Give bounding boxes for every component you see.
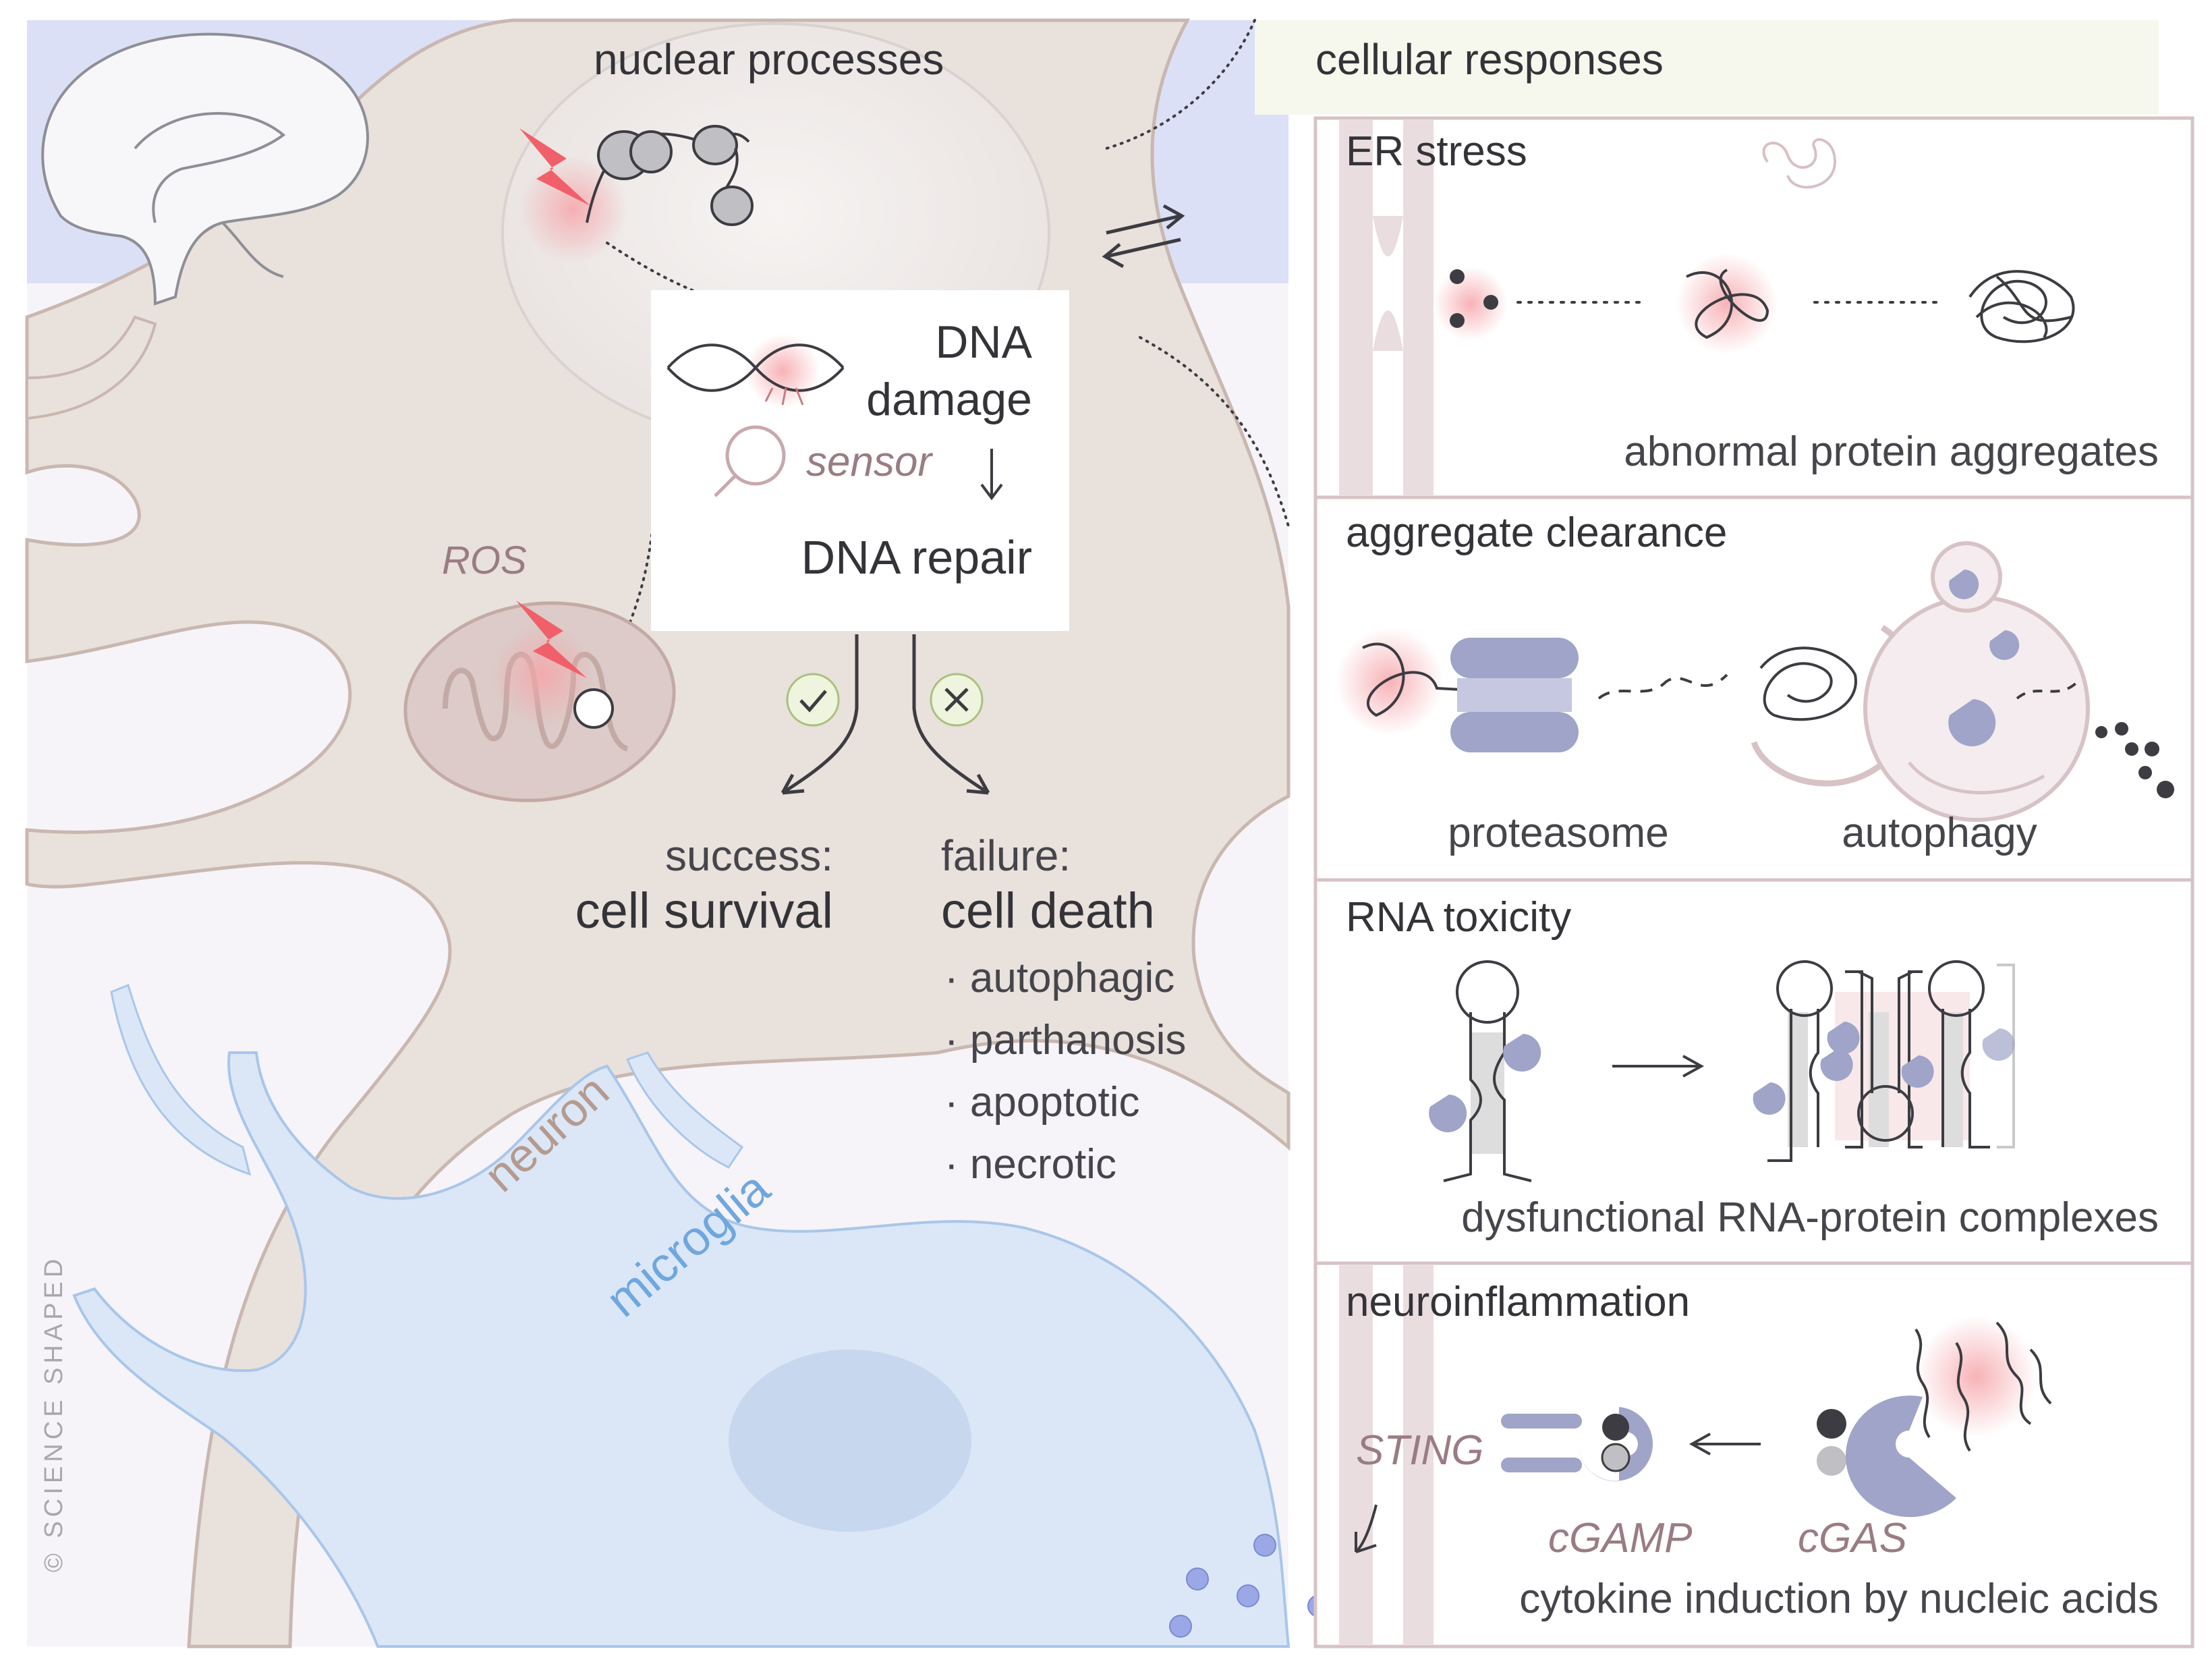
neuroinflammation-caption: cytokine induction by nucleic acids (1519, 1576, 2159, 1622)
failure-arrow (912, 634, 990, 795)
panel-aggregate-clearance (1313, 495, 2194, 882)
panel-neuroinflammation (1313, 1261, 2194, 1649)
autophagy-label: autophagy (1842, 810, 2037, 856)
success-outcome: cell survival (575, 883, 833, 939)
er-stress-title: ER stress (1346, 128, 1527, 175)
neuron-dendrite (26, 315, 157, 420)
cell-death-types: · autophagic · parthanosis · apoptotic ·… (944, 955, 1186, 1188)
rna-hairpin-icon (1443, 960, 1532, 1182)
down-arrow (980, 449, 1003, 501)
death-type-necrotic: · necrotic (944, 1141, 1116, 1188)
microglia-process-2 (625, 1051, 744, 1169)
copyright-label: © SCIENCE SHAPED (40, 1255, 68, 1572)
lightning-bolt-icon-mito (516, 601, 587, 678)
microglia-nucleus (729, 1350, 971, 1532)
chromatin-icon (586, 125, 754, 226)
reversible-arrows-icon (1102, 204, 1185, 269)
panel-rna-toxicity (1313, 878, 2194, 1265)
cross-icon (930, 673, 984, 727)
death-type-apoptotic: · apoptotic (944, 1079, 1140, 1126)
rna-toxicity-caption: dysfunctional RNA-protein complexes (1461, 1194, 2159, 1241)
death-type-autophagic: · autophagic (944, 955, 1174, 1001)
microglia-body (72, 1051, 1291, 1648)
cgas-enzyme-icon (1845, 1395, 1956, 1518)
failure-label: failure: (941, 831, 1071, 880)
ros-label: ROS (442, 538, 527, 582)
dna-helix-icon (667, 343, 845, 406)
lightning-bolt-icon (519, 128, 590, 206)
panel-er-stress (1313, 116, 2194, 499)
dna-damage-line2: damage (866, 374, 1032, 425)
neuroinflammation-title: neuroinflammation (1346, 1279, 1690, 1325)
proteasome-label: proteasome (1448, 810, 1668, 856)
rna-complex-icon (1767, 960, 2015, 1162)
cgas-label: cGAS (1798, 1515, 1907, 1561)
proteasome-icon (1450, 638, 1579, 752)
failure-arrowhead (966, 773, 990, 795)
failure-outcome: cell death (941, 883, 1155, 939)
cytokine-particles (1169, 1534, 1330, 1638)
sensor-label: sensor (806, 439, 933, 485)
death-type-parthanosis: · parthanosis (944, 1017, 1186, 1063)
sting-receptor-icon (1501, 1407, 1653, 1482)
sting-label: STING (1356, 1427, 1483, 1474)
cgamp-label: cGAMP (1548, 1515, 1693, 1561)
success-arrowhead (781, 773, 805, 795)
nuclear-processes-title: nuclear processes (594, 35, 944, 84)
autophagosome-icon (1863, 541, 2090, 822)
brain-icon (41, 32, 369, 306)
dna-damage-line1: DNA (935, 316, 1032, 368)
dotted-connector-nucleus (606, 242, 710, 298)
microglia-process (110, 983, 252, 1176)
success-label: success: (665, 831, 833, 880)
ros-glow-mito (492, 624, 594, 725)
clearance-title: aggregate clearance (1346, 509, 1727, 556)
er-stress-caption: abnormal protein aggregates (1624, 428, 2159, 475)
cellular-responses-title: cellular responses (1315, 35, 1664, 84)
magnifier-icon (714, 425, 786, 497)
check-icon (786, 673, 840, 727)
dotted-connector-side (1139, 336, 1290, 528)
mito-dna-circle (573, 688, 614, 729)
dna-repair-label: DNA repair (801, 531, 1032, 584)
nucleic-acid-icon (1915, 1321, 2052, 1452)
success-arrow (781, 634, 859, 795)
rna-toxicity-title: RNA toxicity (1346, 894, 1571, 941)
right-header-background (1255, 20, 2159, 115)
